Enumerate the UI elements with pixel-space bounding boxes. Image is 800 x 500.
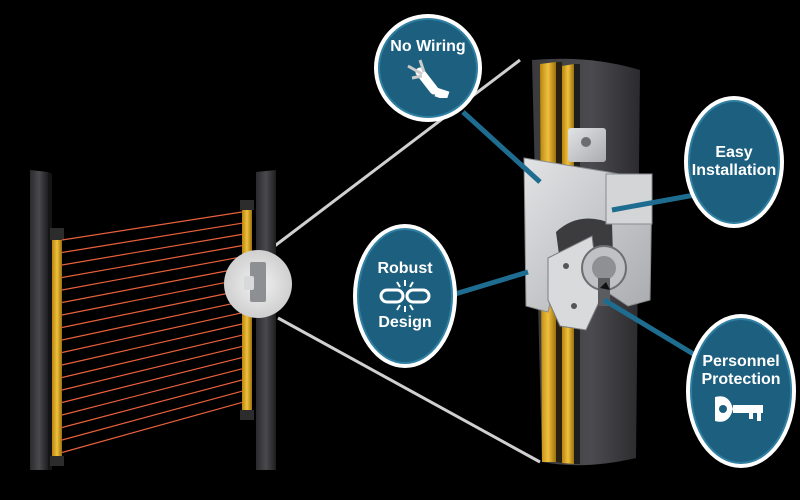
personnel-protection-line2: Protection bbox=[701, 371, 781, 388]
light-beam bbox=[61, 401, 243, 454]
no-wiring-label: No Wiring bbox=[390, 37, 466, 55]
light-beam bbox=[61, 379, 243, 429]
light-beam bbox=[61, 301, 243, 341]
key-icon bbox=[715, 396, 763, 423]
robust-design-badge: Robust Design bbox=[353, 224, 457, 368]
personnel-protection-badge: Personnel Protection bbox=[686, 314, 796, 468]
light-beam bbox=[61, 256, 243, 291]
light-beam bbox=[61, 245, 243, 279]
light-beam bbox=[61, 323, 243, 366]
detail-view bbox=[523, 58, 653, 466]
light-beam bbox=[61, 390, 243, 441]
light-beam bbox=[61, 345, 243, 391]
chain-link-icon bbox=[379, 280, 431, 312]
light-beam bbox=[61, 334, 243, 379]
robust-design-line2: Design bbox=[378, 314, 432, 331]
light-beam bbox=[61, 278, 243, 316]
light-beam bbox=[61, 211, 243, 241]
left-receiver bbox=[52, 232, 62, 464]
personnel-protection-line1: Personnel bbox=[702, 352, 780, 370]
left-post bbox=[30, 170, 48, 470]
light-beam bbox=[61, 312, 243, 354]
easy-installation-badge: Easy Installation bbox=[684, 96, 784, 228]
easy-installation-line2: Installation bbox=[691, 162, 777, 179]
no-wiring-badge: No Wiring bbox=[374, 14, 482, 122]
cable-icon bbox=[407, 59, 450, 99]
robust-design-line1: Robust bbox=[377, 259, 433, 277]
light-beams bbox=[61, 211, 243, 454]
zoom-callout-lines bbox=[271, 58, 541, 464]
light-curtain-scene bbox=[30, 170, 292, 470]
right-post bbox=[256, 170, 276, 470]
light-beam bbox=[61, 289, 243, 329]
light-beam bbox=[61, 267, 243, 304]
light-beam bbox=[61, 233, 243, 266]
badge-connectors bbox=[454, 110, 702, 361]
light-beam bbox=[61, 357, 243, 404]
easy-installation-line1: Easy bbox=[715, 143, 753, 161]
light-beam bbox=[61, 222, 243, 254]
light-beam bbox=[61, 368, 243, 416]
